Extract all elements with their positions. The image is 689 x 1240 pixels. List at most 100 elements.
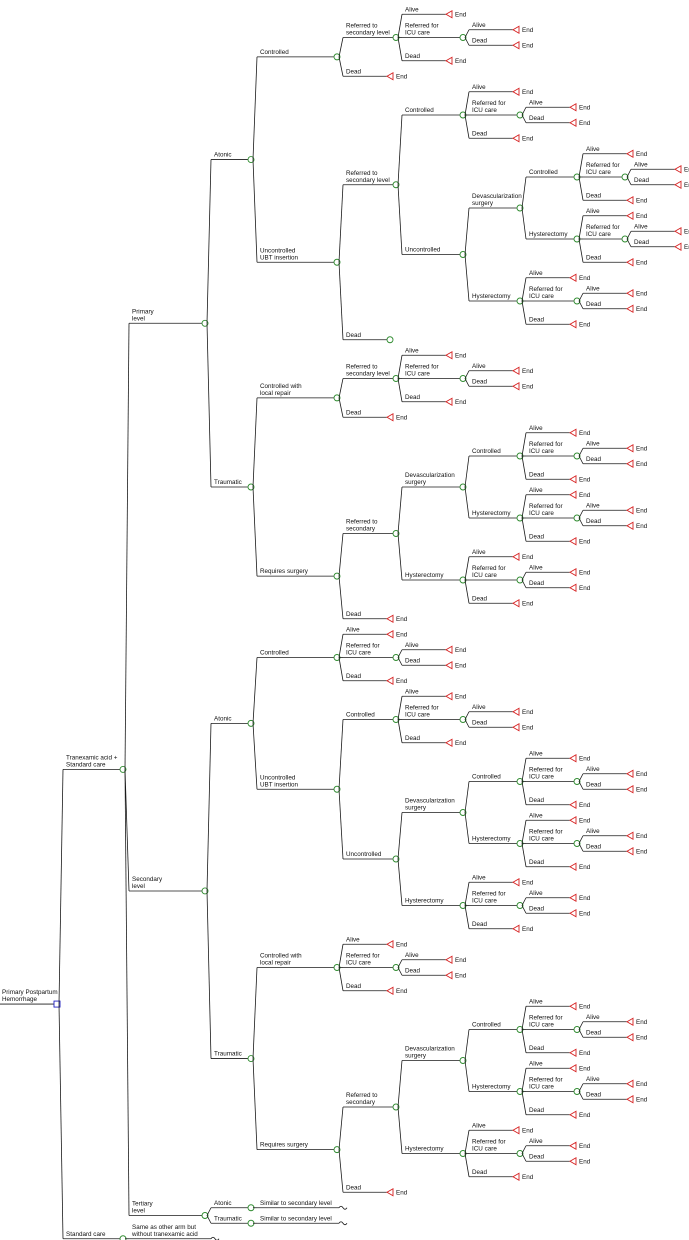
- branch-line: [464, 812, 470, 844]
- node-label-dead: Dead: [472, 719, 488, 726]
- node-label-alive: Alive: [405, 347, 419, 354]
- node-label-dead: Dead: [586, 1091, 602, 1098]
- branch-line: [578, 773, 584, 782]
- branch-line: [338, 1149, 344, 1193]
- chance-node-icon: [392, 181, 400, 189]
- chance-node-icon: [573, 1026, 581, 1033]
- chance-node-icon: [573, 452, 581, 460]
- terminal-end-label: End: [636, 1019, 648, 1026]
- branch-line: [206, 1207, 212, 1216]
- branch-line: [464, 29, 470, 38]
- branch-line: [464, 1153, 470, 1177]
- chance-node-icon: [333, 785, 341, 793]
- branch-line: [578, 1091, 584, 1100]
- terminal-node-icon: [626, 831, 634, 841]
- terminal-end-label: End: [396, 678, 408, 685]
- terminal-end-label: End: [579, 911, 591, 918]
- branch-line: [338, 378, 344, 398]
- terminal-end-label: End: [579, 275, 591, 282]
- node-label-alive: Alive: [346, 936, 360, 943]
- node-label-controlled: Controlled: [405, 107, 434, 114]
- branch-line: [521, 897, 527, 906]
- branch-line: [464, 556, 470, 581]
- branch-line: [464, 905, 470, 929]
- node-label-alive: Alive: [529, 1060, 543, 1067]
- chance-node-icon: [459, 809, 467, 816]
- branch-line: [464, 711, 470, 720]
- terminal-node-icon: [512, 133, 520, 143]
- branch-line: [578, 215, 584, 240]
- terminal-node-icon: [386, 939, 394, 949]
- node-label-hysterectomy: Hysterectomy: [405, 898, 444, 905]
- decision-node-icon: [53, 1000, 61, 1008]
- terminal-node-icon: [386, 71, 394, 81]
- terminal-node-icon: [674, 164, 682, 174]
- node-label-similar-to-secondary-level: Similar to secondary level: [260, 1215, 332, 1222]
- node-label-alive: Alive: [586, 208, 600, 215]
- branch-line: [206, 323, 212, 488]
- terminal-node-icon: [386, 412, 394, 422]
- branch-line: [397, 1106, 403, 1154]
- node-label-alive: Alive: [472, 1122, 486, 1129]
- terminal-end-label: End: [579, 120, 591, 127]
- node-label-dead: Dead: [586, 843, 602, 850]
- branch-line: [252, 486, 258, 577]
- branch-line: [338, 533, 344, 577]
- terminal-node-icon: [626, 1032, 634, 1042]
- terminal-node-icon: [569, 862, 577, 872]
- branch-line: [578, 835, 584, 844]
- terminal-end-label: End: [522, 1174, 534, 1181]
- chance-node-icon: [516, 1150, 524, 1157]
- terminal-node-icon: [569, 536, 577, 546]
- terminal-end-label: End: [579, 492, 591, 499]
- branch-line: [338, 967, 344, 991]
- chance-node-icon: [201, 319, 209, 327]
- terminal-node-icon: [445, 660, 453, 670]
- terminal-end-label: End: [455, 353, 467, 360]
- terminal-end-label: End: [636, 849, 648, 856]
- branch-line: [626, 238, 632, 247]
- terminal-node-icon: [386, 1187, 394, 1197]
- node-label-alive: Alive: [529, 487, 543, 494]
- branch-line: [521, 820, 527, 844]
- terminal-end-label: End: [579, 1004, 591, 1011]
- terminal-end-label: End: [636, 1081, 648, 1088]
- truncation-mark: [338, 1205, 348, 1210]
- chance-node-icon: [386, 336, 394, 344]
- terminal-end-label: End: [636, 461, 648, 468]
- branch-line: [464, 579, 470, 604]
- terminal-end-label: End: [522, 89, 534, 96]
- branch-line: [521, 277, 527, 302]
- terminal-node-icon: [626, 505, 634, 515]
- branch-line: [397, 184, 403, 255]
- node-label-alive: Alive: [472, 22, 486, 29]
- terminal-end-label: End: [579, 105, 591, 112]
- terminal-node-icon: [445, 645, 453, 655]
- terminal-end-label: End: [579, 802, 591, 809]
- terminal-end-label: End: [455, 399, 467, 406]
- branch-line: [578, 455, 584, 464]
- node-label-alive: Alive: [586, 502, 600, 509]
- terminal-node-icon: [386, 986, 394, 996]
- terminal-end-label: End: [636, 306, 648, 313]
- terminal-end-label: End: [636, 787, 648, 794]
- terminal-end-label: End: [636, 213, 648, 220]
- branch-line: [521, 905, 527, 914]
- terminal-node-icon: [512, 877, 520, 887]
- node-label-alive: Alive: [586, 1076, 600, 1083]
- terminal-end-label: End: [684, 229, 689, 236]
- terminal-node-icon: [674, 226, 682, 236]
- branch-line: [521, 1091, 527, 1115]
- node-label-alive: Alive: [529, 270, 543, 277]
- node-label-similar-to-secondary-level: Similar to secondary level: [260, 1200, 332, 1207]
- terminal-node-icon: [569, 1110, 577, 1120]
- terminal-end-label: End: [684, 182, 689, 189]
- terminal-node-icon: [569, 753, 577, 763]
- terminal-end-label: End: [579, 1050, 591, 1057]
